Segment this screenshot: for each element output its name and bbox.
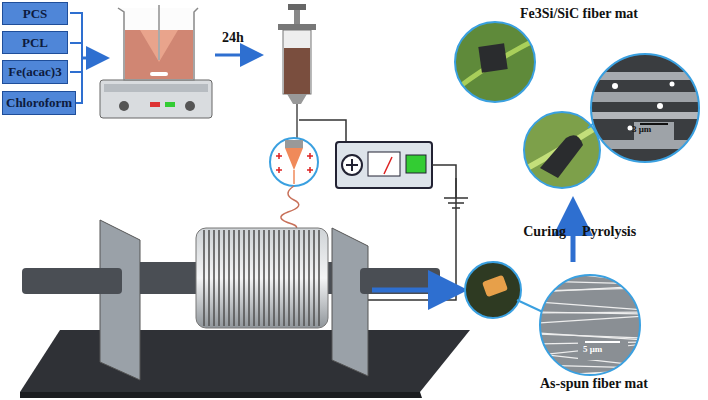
material-name: PCL [22, 35, 48, 51]
scale-bar: 3 μm [632, 124, 651, 134]
material-box: PCS [2, 2, 68, 25]
material-name: Chloroform [6, 95, 72, 111]
step-label: Curing [523, 224, 566, 240]
duration-label: 24h [222, 30, 244, 46]
material-box: PCL [2, 31, 68, 54]
material-name: Fe(acac)3 [8, 64, 61, 80]
step-label: Pyrolysis [582, 224, 636, 240]
product-label: As-spun fiber mat [540, 376, 648, 392]
material-name: PCS [23, 6, 48, 22]
product-title: Fe3Si/SiC fiber mat [520, 6, 638, 22]
material-box: Fe(acac)3 [2, 60, 68, 84]
material-box: Chloroform [2, 91, 76, 115]
scale-bar: 5 μm [583, 344, 602, 354]
